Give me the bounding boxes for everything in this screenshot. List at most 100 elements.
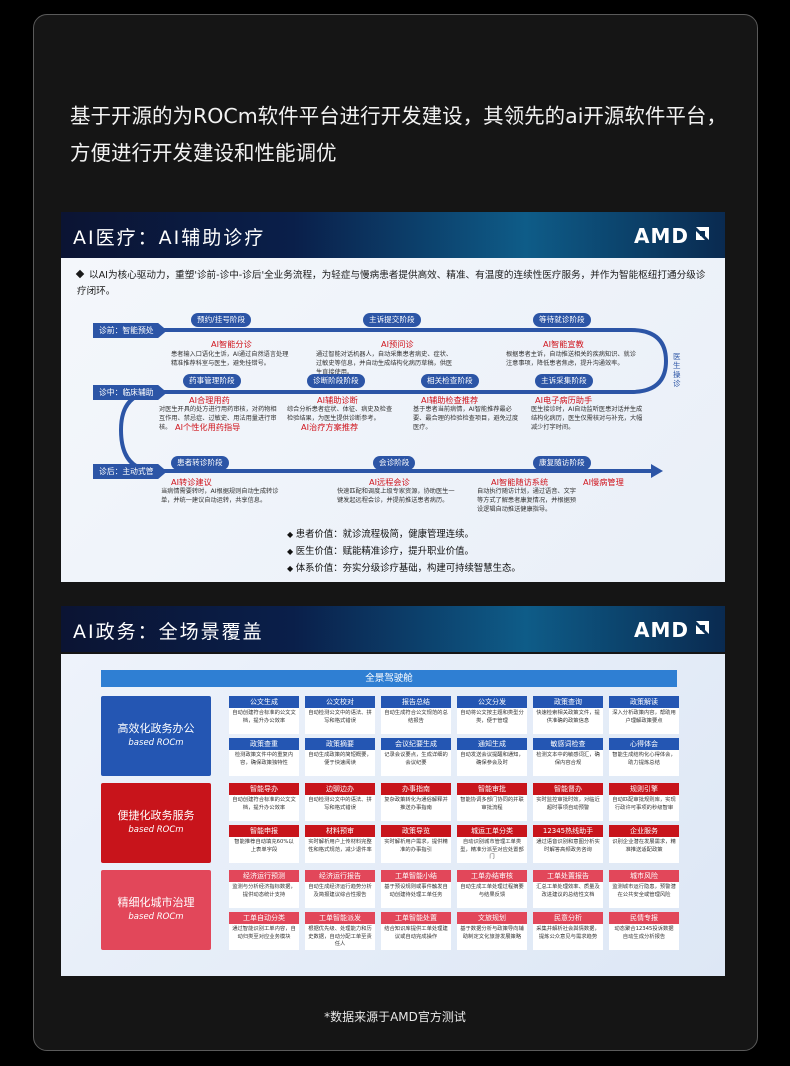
service-card: 政策导览实时解析用户需求，提供精准的办事指引	[381, 825, 451, 863]
service-title: 会议纪要生成	[381, 738, 451, 750]
service-card: 工单智能处置结合知识库提供工单处理建议或自动完成操作	[381, 912, 451, 950]
service-desc: 自动生成政策的简短概要，便于快速阅读	[305, 750, 375, 776]
value-item: 患者价值：就诊流程极简，健康管理连续。	[287, 526, 521, 543]
service-title: 政策摘要	[305, 738, 375, 750]
service-desc: 智能推荐自动填充60%以上表单字段	[229, 837, 299, 863]
service-card: 12345热线助手通过语音识别和意图分析实时解答高频政务咨询	[533, 825, 603, 863]
service-title: 智能导办	[229, 783, 299, 795]
service-card: 智能督办实时监控审批时效，对临近超时事项自动预警	[533, 783, 603, 821]
intro-text: 基于开源的为ROCm软件平台进行开发建设，其领先的ai开源软件平台，方便进行开发…	[70, 104, 727, 165]
service-title: 公文校对	[305, 696, 375, 708]
service-title: 公文分发	[457, 696, 527, 708]
service-desc: 自动检测公文中的语法、拼写和格式错误	[305, 795, 375, 821]
service-title: 工单自动分类	[229, 912, 299, 924]
stage-tag: 患者转诊阶段	[171, 456, 229, 470]
footnote: *数据来源于AMD官方测试	[324, 1010, 466, 1024]
stage-tag: 康复随访阶段	[533, 456, 591, 470]
service-desc: 实时监控审批时效，对临近超时事项自动预警	[533, 795, 603, 821]
service-title: 工单办结审核	[457, 870, 527, 882]
service-desc: 监测与分析经济指标数据，提供动态统计支持	[229, 882, 299, 908]
service-card: 公文校对自动检测公文中的语法、拼写和格式错误	[305, 696, 375, 734]
stage-tag: 主诉提交阶段	[363, 313, 421, 327]
stage-tag: 相关检查阶段	[421, 374, 479, 388]
service-desc: 自动将公文按主题和类型分类，便于管理	[457, 708, 527, 734]
service-title: 智能申报	[229, 825, 299, 837]
service-desc: 实时解析用户需求，提供精准的办事指引	[381, 837, 451, 863]
row-pre: 诊前：智能预处理	[93, 323, 167, 338]
service-title: 城市风险	[609, 870, 679, 882]
service-desc: 自动匹配审批规则库，实现行政许可事项的秒级智审	[609, 795, 679, 821]
stage-head: AI智能随访系统	[491, 477, 549, 487]
service-desc: 通过语音识别和意图分析实时解答高频政务咨询	[533, 837, 603, 863]
medical-flow-panel: 以AI为核心驱动力，重塑'诊前-诊中-诊后'全业务流程，为轻症与慢病患者提供高效…	[61, 258, 725, 582]
service-title: 政策导览	[381, 825, 451, 837]
amd-arrow-icon	[696, 227, 709, 240]
group-title: 高效化政务办公	[117, 722, 195, 735]
service-title: 通知生成	[457, 738, 527, 750]
group-subtitle: based ROCm	[128, 912, 184, 922]
service-title: 政策查询	[533, 696, 603, 708]
service-title: 规则引擎	[609, 783, 679, 795]
group-title: 便捷化政务服务	[117, 809, 195, 822]
service-card: 通知生成自动发送会议提醒和通知，确保参会及时	[457, 738, 527, 776]
service-card: 报告总结自动生成符合公文规范的总结报告	[381, 696, 451, 734]
service-desc: 快速检索相关政策文件，提供准确的政策信息	[533, 708, 603, 734]
service-card: 政策查询快速检索相关政策文件，提供准确的政策信息	[533, 696, 603, 734]
service-desc: 记录会议要点，生成详细的会议纪要	[381, 750, 451, 776]
service-desc: 自动创建符合标准的公文文档，提升办公效率	[229, 795, 299, 821]
service-desc: 深入分析政策内容，帮助用户理解政策要点	[609, 708, 679, 734]
service-card: 规则引擎自动匹配审批规则库，实现行政许可事项的秒级智审	[609, 783, 679, 821]
stage-tag: 主诉采集阶段	[535, 374, 593, 388]
service-title: 心得体会	[609, 738, 679, 750]
amd-logo: AMD	[634, 618, 689, 642]
slide1-title: AI医疗：AI辅助诊疗	[73, 227, 266, 249]
service-title: 工单智能小结	[381, 870, 451, 882]
service-desc: 自动发送会议提醒和通知，确保参会及时	[457, 750, 527, 776]
service-card: 政策解读深入分析政策内容，帮助用户理解政策要点	[609, 696, 679, 734]
service-desc: 结合知识库提供工单处理建议或自动完成操作	[381, 924, 451, 950]
sub-head: AI治疗方案推荐	[301, 422, 359, 432]
service-card: 工单处置报告汇总工单处理效率、质量及改进建议的总结性文档	[533, 870, 603, 908]
service-title: 政策解读	[609, 696, 679, 708]
stage-desc: 自动执行随访计划，通过语音、文字等方式了解患者康复情况，并根据预设逻辑自动推送健…	[477, 488, 576, 513]
service-title: 报告总结	[381, 696, 451, 708]
stage-tag: 诊断阶段阶段	[307, 374, 365, 388]
service-title: 企业服务	[609, 825, 679, 837]
row-post: 诊后：主动式管理	[93, 464, 167, 479]
side-label: 医生操诊	[673, 352, 681, 388]
service-card: 办事指南复杂政策转化为通俗解释并推送办事指南	[381, 783, 451, 821]
stage-desc: 基于患者当前病情，AI智能推荐最必要、最合理的检验检查项目，避免过度医疗。	[413, 406, 519, 431]
service-card: 工单自动分类通过智能识别工单内容，自动归类至对应业务模块	[229, 912, 299, 950]
service-card: 边聊边办自动检测公文中的语法、拼写和格式错误	[305, 783, 375, 821]
service-card: 心得体会智能生成结构化心得体会，助力提炼总结	[609, 738, 679, 776]
service-desc: 实时解析用户上传材料完整性和格式规范，减少退件率	[305, 837, 375, 863]
stage-head: AI辅助诊断	[317, 395, 358, 405]
service-desc: 智能生成结构化心得体会，助力提炼总结	[609, 750, 679, 776]
service-card: 城运工单分类自动识别城市管理工单类型，精准分派至对应处置部门	[457, 825, 527, 863]
service-title: 办事指南	[381, 783, 451, 795]
service-card: 公文生成自动创建符合标准的公文文档，提升办公效率	[229, 696, 299, 734]
service-title: 公文生成	[229, 696, 299, 708]
service-title: 工单智能派发	[305, 912, 375, 924]
sub-head: AI慢病管理	[583, 477, 624, 487]
stage-desc: 医生接诊时，AI自动监听医患对话并生成结构化病历，医生仅需核对与补充，大幅减少打…	[531, 406, 643, 431]
service-desc: 根据优先级、处理能力和历史数据，自动分配工单至责任人	[305, 924, 375, 950]
stage-tag: 预约/挂号阶段	[191, 313, 252, 327]
service-card: 智能导办自动创建符合标准的公文文档，提升办公效率	[229, 783, 299, 821]
service-desc: 汇总工单处理效率、质量及改进建议的总结性文档	[533, 882, 603, 908]
stage-head: AI辅助检查推荐	[421, 395, 479, 405]
service-desc: 复杂政策转化为通俗解释并推送办事指南	[381, 795, 451, 821]
service-card: 会议纪要生成记录会议要点，生成详细的会议纪要	[381, 738, 451, 776]
service-card: 经济运行报告自动生成经济运行趋势分析及简报建议综合性报告	[305, 870, 375, 908]
stage-desc: 快速匹配和调度上级专家资源，协助医生一键发起远程会诊，并提前推送患者病历。	[337, 488, 455, 504]
service-card: 工单智能派发根据优先级、处理能力和历史数据，自动分配工单至责任人	[305, 912, 375, 950]
service-card: 文旅规划基于数据分析与政策导向辅助制定文化旅游发展策略	[457, 912, 527, 950]
service-title: 经济运行报告	[305, 870, 375, 882]
sub-head: AI个性化用药指导	[175, 422, 241, 432]
service-title: 工单智能处置	[381, 912, 451, 924]
row-in: 诊中：临床辅助	[93, 385, 167, 400]
stage-head: AI智能宣教	[543, 339, 584, 349]
